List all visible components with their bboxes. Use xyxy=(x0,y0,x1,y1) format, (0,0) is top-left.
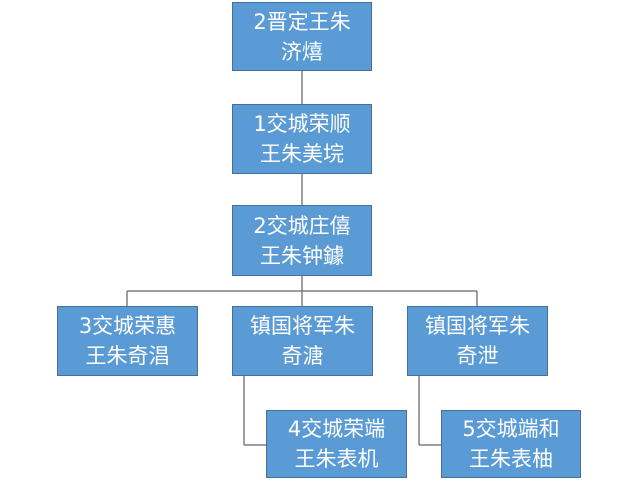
node-jinding-wang-line1: 2晋定王朱 xyxy=(253,9,351,34)
node-jiaocheng-rongduan-line1: 4交城荣端 xyxy=(287,417,386,441)
node-jiaocheng-zhuangxi: 2交城庄僖 王朱钟鐻 xyxy=(232,205,372,276)
node-zhenguo-qiyi: 镇国将军朱 奇泄 xyxy=(407,306,548,376)
node-jiaocheng-zhuangxi-line2: 王朱钟鐻 xyxy=(260,243,344,268)
node-jiaocheng-ronghui-line1: 3交城荣惠 xyxy=(78,314,177,338)
node-jinding-wang: 2晋定王朱 济熺 xyxy=(232,2,372,71)
node-jiaocheng-duanhe: 5交城端和 王朱表柚 xyxy=(441,410,581,478)
node-jiaocheng-rongduan: 4交城荣端 王朱表机 xyxy=(266,410,407,478)
node-jiaocheng-zhuangxi-line1: 2交城庄僖 xyxy=(253,213,351,238)
node-jinding-wang-line2: 济熺 xyxy=(281,39,323,64)
node-zhenguo-qiyong: 镇国将军朱 奇溏 xyxy=(232,306,373,376)
node-jiaocheng-rongshun-line2: 王朱美垸 xyxy=(260,142,344,166)
node-jiaocheng-ronghui-line2: 王朱奇淐 xyxy=(85,344,170,368)
node-jiaocheng-rongshun-line1: 1交城荣顺 xyxy=(253,112,351,136)
node-jiaocheng-duanhe-line2: 王朱表柚 xyxy=(469,447,553,471)
node-jiaocheng-rongduan-line2: 王朱表机 xyxy=(294,447,379,471)
node-zhenguo-qiyong-line2: 奇溏 xyxy=(281,344,324,368)
node-jiaocheng-rongshun: 1交城荣顺 王朱美垸 xyxy=(232,104,372,174)
node-zhenguo-qiyi-line1: 镇国将军朱 xyxy=(425,314,530,338)
node-jiaocheng-ronghui: 3交城荣惠 王朱奇淐 xyxy=(57,306,198,376)
node-jiaocheng-duanhe-line1: 5交城端和 xyxy=(462,417,560,441)
node-zhenguo-qiyi-line2: 奇泄 xyxy=(456,344,499,368)
node-zhenguo-qiyong-line1: 镇国将军朱 xyxy=(250,314,355,338)
